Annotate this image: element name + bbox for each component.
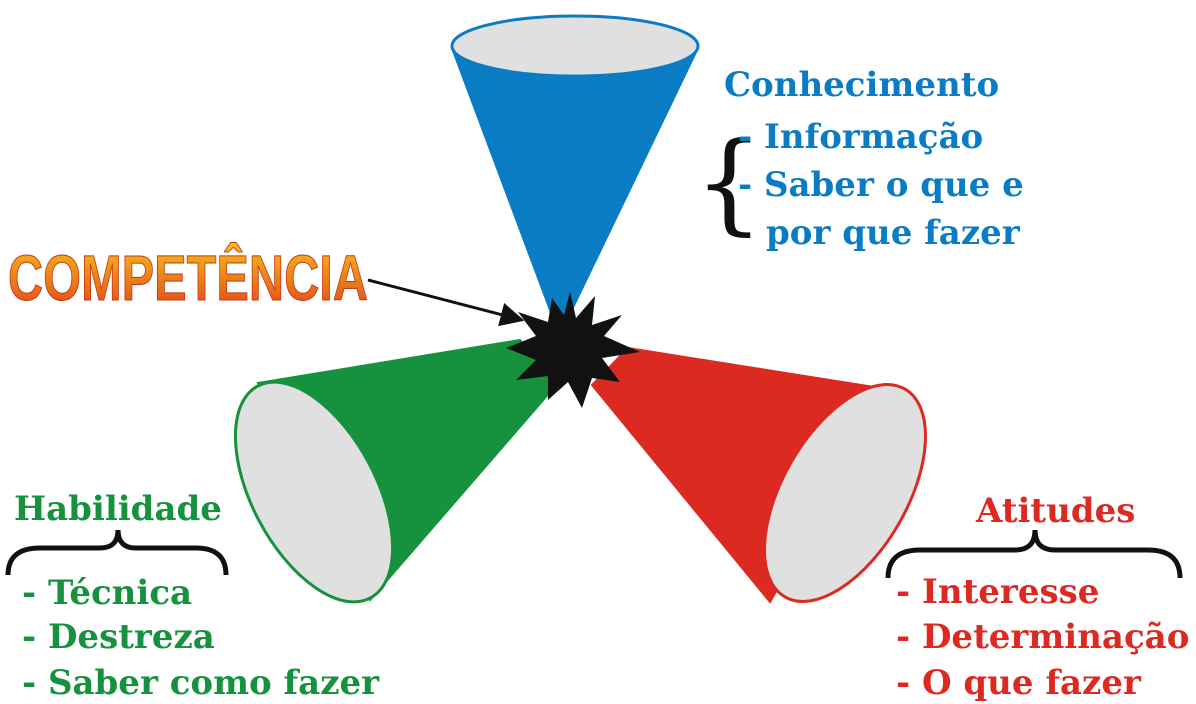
conhecimento-title: Conhecimento [724, 65, 999, 105]
atitudes-item-2: - Determinação [896, 617, 1189, 657]
habilidade-item-3: - Saber como fazer [22, 663, 380, 703]
atitudes-item-1: - Interesse [896, 572, 1099, 612]
cone-opening-conhecimento [450, 14, 700, 78]
conhecimento-item-1: - Informação [738, 117, 983, 157]
habilidade-item-2: - Destreza [22, 617, 215, 657]
cone-opening-atitudes [762, 383, 928, 603]
cone-opening-habilidade [233, 380, 395, 604]
conhecimento-brace: { [694, 118, 764, 246]
cone-conhecimento [450, 14, 700, 319]
cone-habilidade [233, 338, 560, 604]
atitudes-item-3: - O que fazer [896, 663, 1142, 703]
atitudes-brace [885, 529, 1183, 579]
habilidade-title: Habilidade [14, 489, 222, 529]
conhecimento-item-2: - Saber o que e [738, 165, 1024, 205]
habilidade-item-1: - Técnica [22, 573, 192, 613]
cone-atitudes [590, 346, 928, 604]
habilidade-brace [5, 529, 229, 576]
cone-body-conhecimento [450, 47, 700, 319]
conhecimento-item-3: por que fazer [766, 213, 1021, 253]
competencia-arrow [367, 278, 525, 327]
atitudes-title: Atitudes [975, 491, 1135, 531]
center-burst [506, 292, 640, 408]
competencia-label: COMPETÊNCIA [8, 241, 368, 314]
